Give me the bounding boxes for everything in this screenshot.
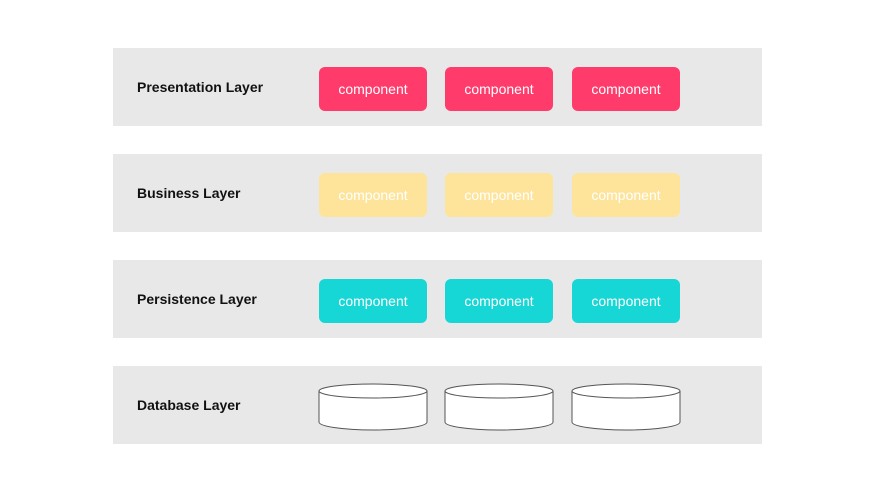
presentation-layer: Presentation Layer component component c…: [113, 48, 762, 126]
database-icon: [570, 382, 682, 432]
business-component: component: [572, 173, 680, 217]
persistence-layer: Persistence Layer component component co…: [113, 260, 762, 338]
layer-label: Business Layer: [137, 185, 241, 201]
layer-label: Persistence Layer: [137, 291, 257, 307]
layer-label: Database Layer: [137, 397, 241, 413]
persistence-component: component: [319, 279, 427, 323]
business-component: component: [445, 173, 553, 217]
persistence-component: component: [572, 279, 680, 323]
persistence-component: component: [445, 279, 553, 323]
business-layer: Business Layer component component compo…: [113, 154, 762, 232]
business-component: component: [319, 173, 427, 217]
presentation-component: component: [572, 67, 680, 111]
database-layer: Database Layer: [113, 366, 762, 444]
presentation-component: component: [319, 67, 427, 111]
database-icon: [443, 382, 555, 432]
presentation-component: component: [445, 67, 553, 111]
layer-label: Presentation Layer: [137, 79, 264, 95]
database-icon: [317, 382, 429, 432]
